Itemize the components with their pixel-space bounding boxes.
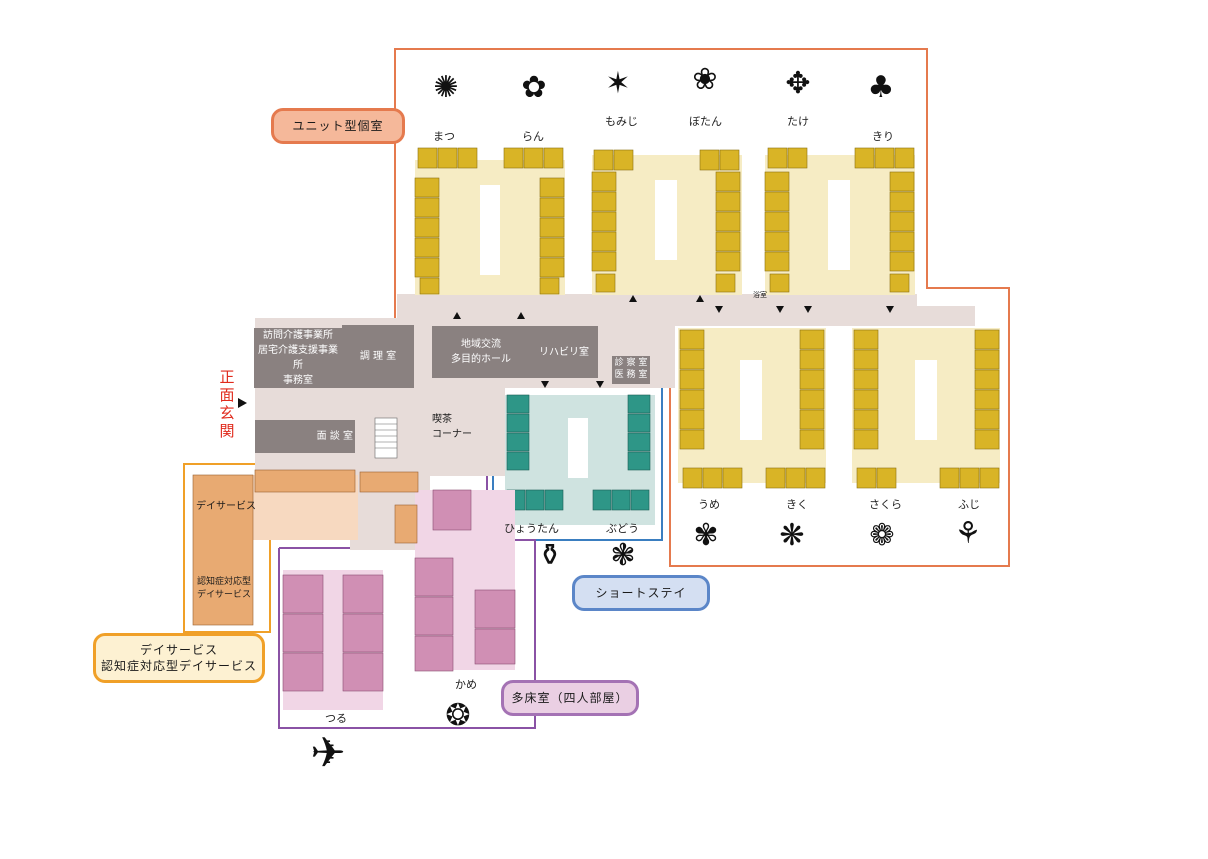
wing-label-kiku: きく: [786, 498, 808, 511]
day-area-border: [183, 463, 271, 633]
chrysanthemum-icon: ❋: [779, 518, 805, 553]
unit-wing-5: [852, 328, 1000, 489]
interview-label: 面 談 室: [316, 431, 353, 442]
office-room: 訪問介護事業所 居宅介護支援事業所 事務室: [254, 328, 342, 388]
office-label-1: 訪問介護事業所: [263, 330, 333, 341]
wing-label-ran: らん: [522, 130, 544, 143]
peony-icon: ❀: [692, 62, 718, 97]
dementia-room-label: 認知症対応型 デイサービス: [197, 576, 251, 601]
main-entrance-label: 正 面 玄 関: [219, 368, 235, 440]
bamboo-icon: ✥: [785, 66, 811, 101]
turtle-icon: ❂: [445, 698, 471, 733]
multi-bed-wing-turtle: [414, 489, 516, 672]
day-service-text-2: 認知症対応型デイサービス: [100, 659, 257, 673]
kitchen-label: 調 理 室: [359, 351, 397, 362]
entrance-char-3: 玄: [219, 404, 235, 422]
wing-label-ume: うめ: [698, 498, 720, 511]
office-label-3: 事務室: [283, 375, 313, 386]
unit-private-room-text: ユニット型個室: [292, 118, 384, 133]
unit-wing-1: [414, 147, 565, 295]
unit-area-border: [394, 48, 1010, 567]
clinic-label-2: 医 務 室: [614, 370, 648, 380]
orchid-icon: ✿: [521, 70, 547, 105]
clinic-label-1: 診 察 室: [614, 358, 648, 369]
wing-label-sakura: さくら: [869, 498, 902, 511]
wing-label-kiri: きり: [872, 130, 894, 143]
wing-label-matsu: まつ: [433, 130, 455, 143]
wing-label-momiji: もみじ: [605, 115, 638, 128]
short-stay-text: ショートステイ: [595, 585, 687, 600]
day-service-tag: デイサービス 認知症対応型デイサービス: [93, 633, 265, 683]
kitchen-room: 調 理 室: [342, 325, 414, 388]
entrance-char-2: 面: [219, 386, 235, 404]
cafe-label: 喫茶 コーナー: [432, 412, 472, 442]
staircase: [374, 417, 398, 459]
wing-label-kame: かめ: [455, 678, 477, 691]
wing-label-budou: ぶどう: [606, 522, 639, 535]
gourd-icon: ⚱: [537, 538, 563, 573]
wing-label-hyoutan: ひょうたん: [504, 522, 559, 535]
multi-bed-wing-crane: [282, 570, 384, 710]
multi-bed-room-text: 多床室（四人部屋）: [511, 690, 629, 705]
maple-leaf-icon: ✶: [605, 66, 631, 101]
entrance-arrow: [238, 398, 247, 408]
crane-icon: ✈: [310, 728, 346, 777]
rehab-room: リハビリ室: [530, 326, 598, 378]
cafe-label-2: コーナー: [432, 429, 472, 440]
cherry-blossom-icon: ❁: [869, 518, 895, 553]
entrance-char-1: 正: [219, 368, 235, 386]
day-service-text-1: デイサービス: [139, 642, 218, 657]
paulownia-icon: ♣: [867, 70, 895, 105]
unit-private-room-tag: ユニット型個室: [271, 108, 405, 144]
dementia-room-label-2: デイサービス: [197, 589, 252, 600]
wing-label-tsuru: つる: [325, 712, 347, 725]
office-label-2: 居宅介護支援事業所: [258, 345, 338, 371]
interview-room: 面 談 室: [255, 420, 355, 453]
unit-wing-3: [764, 147, 915, 295]
rehab-label: リハビリ室: [539, 346, 589, 358]
community-label-2: 多目的ホール: [451, 354, 511, 365]
day-service-area: [192, 469, 419, 626]
pine-crest-icon: ✺: [433, 70, 459, 105]
dementia-room-label-1: 認知症対応型: [197, 577, 252, 587]
corridor-arrows: [453, 295, 894, 388]
cafe-label-1: 喫茶: [432, 414, 452, 425]
wing-label-fuji: ふじ: [958, 498, 980, 511]
wisteria-icon: ⚘: [954, 516, 982, 551]
multi-bed-room-tag: 多床室（四人部屋）: [501, 680, 639, 716]
entrance-char-4: 関: [219, 422, 235, 440]
wing-label-take: たけ: [787, 115, 809, 128]
unit-wing-4: [678, 328, 826, 489]
plum-icon: ✾: [693, 518, 719, 553]
short-stay-wing: [505, 394, 655, 525]
short-stay-tag: ショートステイ: [572, 575, 710, 611]
community-label-1: 地域交流: [461, 339, 501, 350]
wing-label-botan: ぼたん: [689, 115, 722, 128]
dayservice-room-label: デイサービス: [196, 501, 256, 512]
bath-label: 浴室: [753, 291, 767, 299]
grape-icon: ❃: [610, 538, 636, 573]
unit-wing-2: [591, 149, 742, 295]
clinic-room: 診 察 室 医 務 室: [612, 356, 650, 384]
community-hall: 地域交流 多目的ホール: [432, 326, 530, 378]
